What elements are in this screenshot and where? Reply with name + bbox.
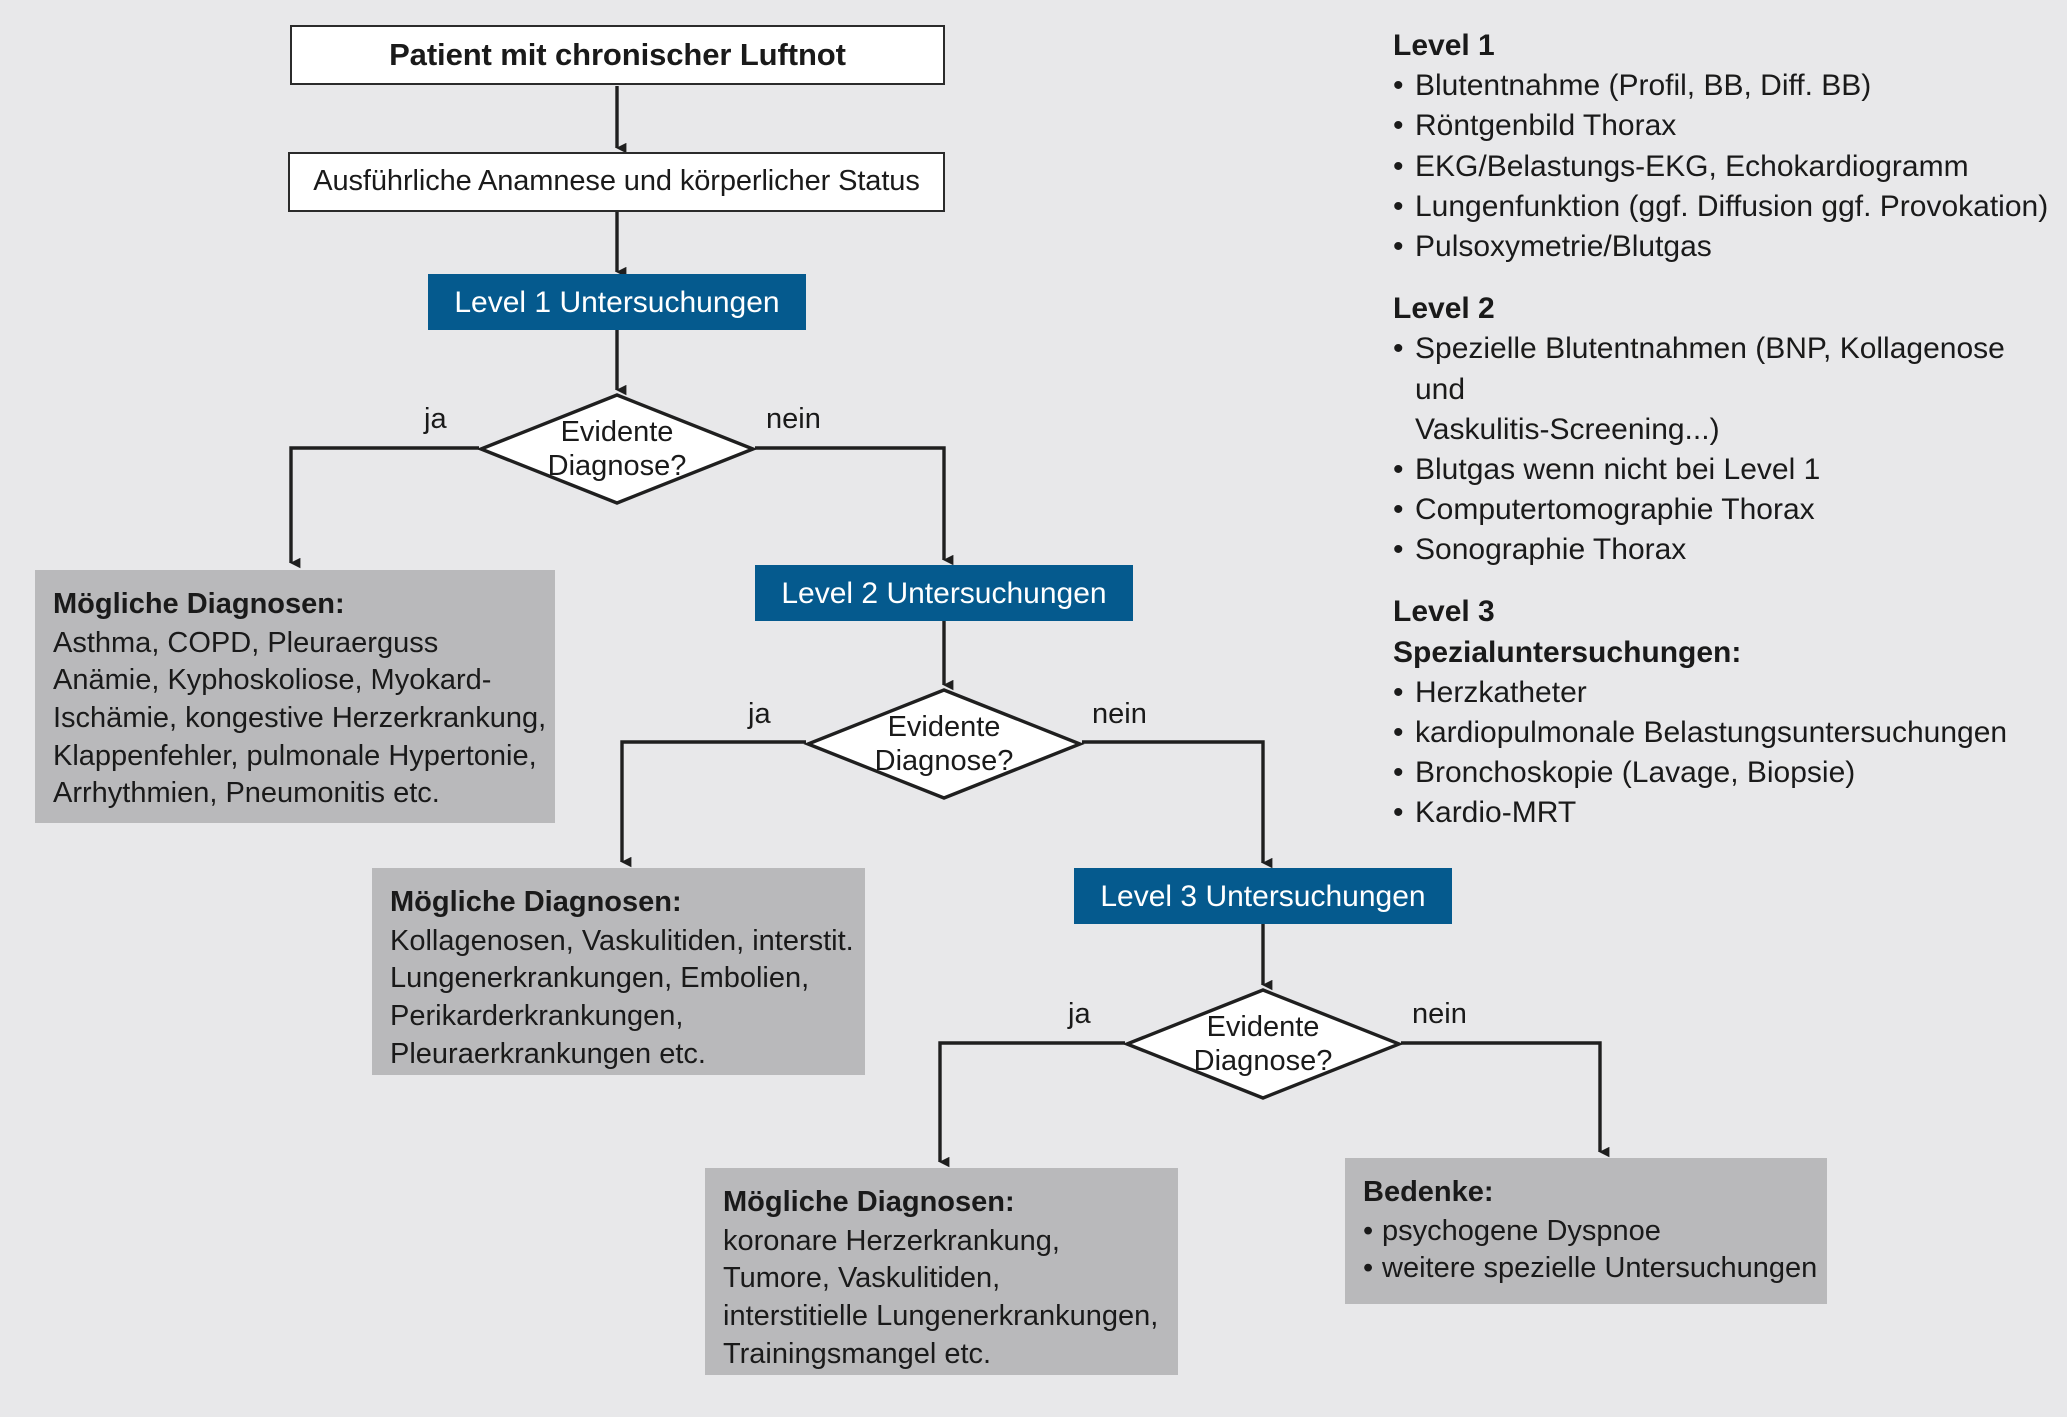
legend-heading-level2: Level 2 [1393, 292, 1495, 326]
node-start[interactable]: Patient mit chronischer Luftnot [290, 25, 945, 85]
box-level1-line-1: Anämie, Kyphoskoliose, Myokard- [53, 664, 492, 697]
box-level3-line-3: Trainingsmangel etc. [723, 1337, 992, 1370]
box-level1-title: Mögliche Diagnosen: [53, 588, 345, 620]
box-bedenke-title: Bedenke: [1363, 1176, 1494, 1208]
box-bedenke-line-1: weitere spezielle Untersuchungen [1363, 1250, 1817, 1288]
edge-decision3-yes [938, 1041, 1125, 1168]
node-level3-label: Level 3 Untersuchungen [1100, 879, 1426, 913]
box-level2-line-0: Kollagenosen, Vaskulitiden, interstit. [390, 924, 854, 957]
legend-item-l2-1: Vaskulitis-Screening...) [1415, 412, 1720, 446]
node-anamnese-label: Ausführliche Anamnese und körperlicher S… [313, 165, 920, 198]
box-level3-line-0: koronare Herzerkrankung, [723, 1224, 1060, 1257]
edge-label-decision1-no: nein [766, 403, 821, 435]
legend-item-l1-0: Blutentnahme (Profil, BB, Diff. BB) [1393, 66, 2053, 106]
edge-label-decision2-yes: ja [748, 698, 771, 730]
legend-item-l3-0: Herzkatheter [1393, 673, 2053, 713]
box-level3-line-1: Tumore, Vaskulitiden, [723, 1262, 1001, 1295]
box-level2-line-1: Lungenerkrankungen, Embolien, [390, 962, 810, 995]
legend-item-l1-2: EKG/Belastungs-EKG, Echokardiogramm [1393, 147, 2053, 187]
node-level3-examinations[interactable]: Level 3 Untersuchungen [1074, 868, 1452, 924]
box-level2-line-3: Pleuraerkrankungen etc. [390, 1037, 706, 1070]
box-possible-diagnoses-level2[interactable]: Mögliche Diagnosen: Kollagenosen, Vaskul… [372, 868, 865, 1075]
edge-decision1-yes [289, 446, 479, 569]
legend-item-l3-3: Kardio-MRT [1393, 793, 2053, 833]
legend-heading-level3: Level 3 [1393, 595, 1495, 629]
edge-decision1-no [755, 446, 954, 566]
node-level2-label: Level 2 Untersuchungen [781, 576, 1107, 610]
legend-item-l3-2: Bronchoskopie (Lavage, Biopsie) [1393, 753, 2053, 793]
box-level1-line-2: Ischämie, kongestive Herzerkrankung, [53, 702, 547, 735]
legend-item-l2-4: Sonographie Thorax [1393, 530, 2053, 570]
legend-item-l1-4: Pulsoxymetrie/Blutgas [1393, 227, 2053, 267]
box-level2-line-2: Perikarderkrankungen, [390, 1000, 684, 1033]
box-level3-line-2: interstitielle Lungenerkrankungen, [723, 1300, 1159, 1333]
legend-heading-level1: Level 1 [1393, 29, 1495, 62]
decision-evidente-diagnose-3[interactable]: Evidente Diagnose? [1122, 988, 1404, 1100]
edge-decision2-yes [620, 740, 806, 868]
legend-item-l2-3: Computertomographie Thorax [1393, 490, 2053, 530]
box-possible-diagnoses-level3[interactable]: Mögliche Diagnosen: koronare Herzerkrank… [705, 1168, 1178, 1375]
edge-decision3-no [1401, 1041, 1610, 1158]
node-start-label: Patient mit chronischer Luftnot [389, 37, 846, 73]
box-bedenke-line-0: psychogene Dyspnoe [1363, 1213, 1809, 1251]
edge-decision2-no [1082, 740, 1273, 869]
edge-label-decision1-yes: ja [424, 403, 447, 435]
node-level2-examinations[interactable]: Level 2 Untersuchungen [755, 565, 1133, 621]
legend-group-level1: Level 1 Blutentnahme (Profil, BB, Diff. … [1393, 26, 2053, 267]
edge-label-decision2-no: nein [1092, 698, 1147, 730]
box-bedenke[interactable]: Bedenke: psychogene Dyspnoe weitere spez… [1345, 1158, 1827, 1304]
decision-evidente-diagnose-2[interactable]: Evidente Diagnose? [803, 688, 1085, 800]
legend-item-l2-0: Spezielle Blutentnahmen (BNP, Kollagenos… [1393, 329, 2053, 409]
legend-subheading-level3: Spezialuntersuchungen: [1393, 635, 1742, 669]
legend-group-level2: Level 2 Spezielle Blutentnahmen (BNP, Ko… [1393, 289, 2053, 570]
node-anamnese[interactable]: Ausführliche Anamnese und körperlicher S… [288, 152, 945, 212]
legend-item-l1-1: Röntgenbild Thorax [1393, 106, 2053, 146]
legend-group-level3: Level 3 Spezialuntersuchungen: Herzkathe… [1393, 592, 2053, 833]
levels-legend: Level 1 Blutentnahme (Profil, BB, Diff. … [1393, 26, 2053, 856]
box-level1-line-3: Klappenfehler, pulmonale Hypertonie, [53, 739, 537, 772]
box-level2-title: Mögliche Diagnosen: [390, 886, 682, 918]
box-level1-line-0: Asthma, COPD, Pleuraerguss [53, 626, 439, 659]
decision-evidente-diagnose-1[interactable]: Evidente Diagnose? [476, 393, 758, 505]
box-level3-title: Mögliche Diagnosen: [723, 1186, 1015, 1218]
legend-item-l3-1: kardiopulmonale Belastungsuntersuchungen [1393, 713, 2053, 753]
node-level1-examinations[interactable]: Level 1 Untersuchungen [428, 274, 806, 330]
box-possible-diagnoses-level1[interactable]: Mögliche Diagnosen: Asthma, COPD, Pleura… [35, 570, 555, 823]
box-level1-line-4: Arrhythmien, Pneumonitis etc. [53, 777, 440, 810]
legend-item-l2-2: Blutgas wenn nicht bei Level 1 [1393, 450, 2053, 490]
legend-item-l1-3: Lungenfunktion (ggf. Diffusion ggf. Prov… [1393, 187, 2053, 227]
edge-label-decision3-yes: ja [1068, 998, 1091, 1030]
node-level1-label: Level 1 Untersuchungen [454, 285, 780, 319]
edge-label-decision3-no: nein [1412, 998, 1467, 1030]
